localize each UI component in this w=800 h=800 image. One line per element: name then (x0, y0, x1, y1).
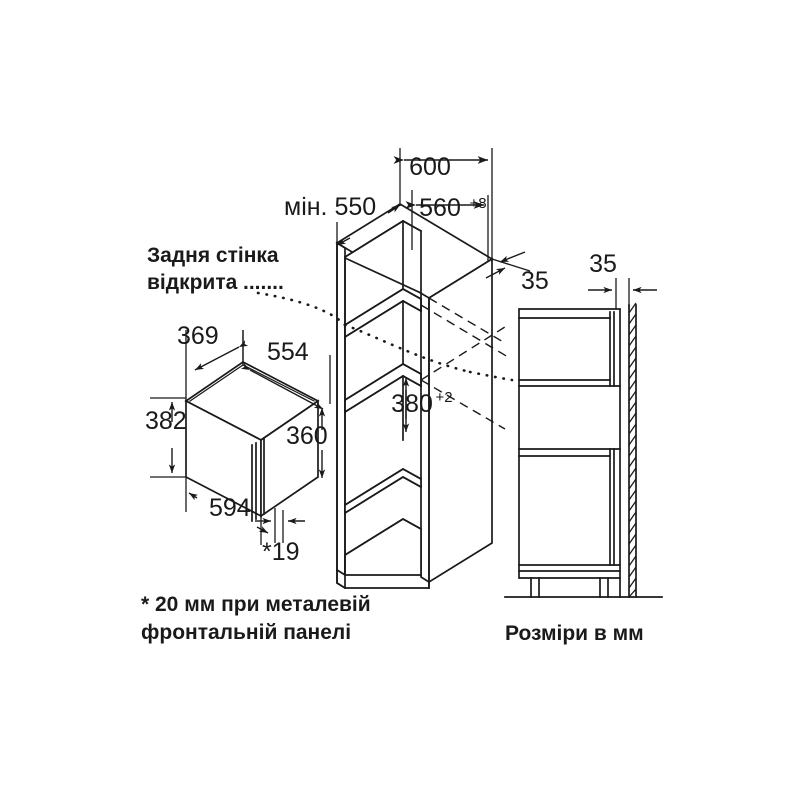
dimension-360: 360 (286, 408, 328, 478)
back-wall-note-dots: ....... (243, 271, 284, 294)
back-wall-note-line2: відкрита (147, 271, 238, 294)
dimension-382: 382 (145, 397, 187, 478)
dimension-label-560-tolerance: +8 (469, 195, 486, 212)
cabinet-side-section (504, 302, 663, 598)
dimension-label-560: 560 (419, 194, 461, 222)
footnote-line1: * 20 мм при металевій (141, 593, 371, 616)
units-label: Розміри в мм (505, 622, 644, 645)
back-wall-note: Задня стінка відкрита ....... (147, 244, 284, 294)
dimension-594: 594 (185, 477, 269, 545)
back-wall-callout-dotted-line (256, 291, 514, 382)
dimension-35-wall-gap: 35 (588, 250, 657, 309)
footnote-line2: фронтальній панелі (141, 621, 351, 644)
dimension-label-35-wall: 35 (589, 250, 617, 278)
dimension-label-380: 380 (391, 390, 433, 418)
dimension-label-35-top: 35 (521, 267, 549, 295)
cabinet-niche-isometric (335, 203, 509, 590)
footnote: * 20 мм при металевій фронтальній панелі (141, 593, 371, 644)
dimension-label-554: 554 (267, 338, 309, 366)
dimension-380: 380 +2 (391, 378, 453, 432)
back-wall-note-line1: Задня стінка (147, 244, 279, 267)
wall-hatching (628, 302, 637, 598)
dimension-label-min-550: мін. 550 (284, 193, 376, 221)
dimension-label-594: 594 (209, 494, 251, 522)
dimension-label-382: 382 (145, 407, 187, 435)
dimension-19: *19 (255, 508, 305, 566)
dimension-560: 560 +8 (405, 190, 489, 262)
dimension-min-550: мін. 550 (284, 193, 401, 246)
dimension-label-380-tolerance: +2 (435, 389, 452, 406)
dimension-35-top: 35 (485, 251, 549, 295)
dimension-label-360: 360 (286, 422, 328, 450)
dimension-label-600: 600 (409, 153, 451, 181)
dimension-600: 600 (393, 148, 493, 262)
dimension-label-19: *19 (262, 538, 300, 566)
units-note: Розміри в мм (505, 622, 644, 645)
dimension-label-369: 369 (177, 322, 219, 350)
dimension-554: 554 (240, 330, 331, 410)
